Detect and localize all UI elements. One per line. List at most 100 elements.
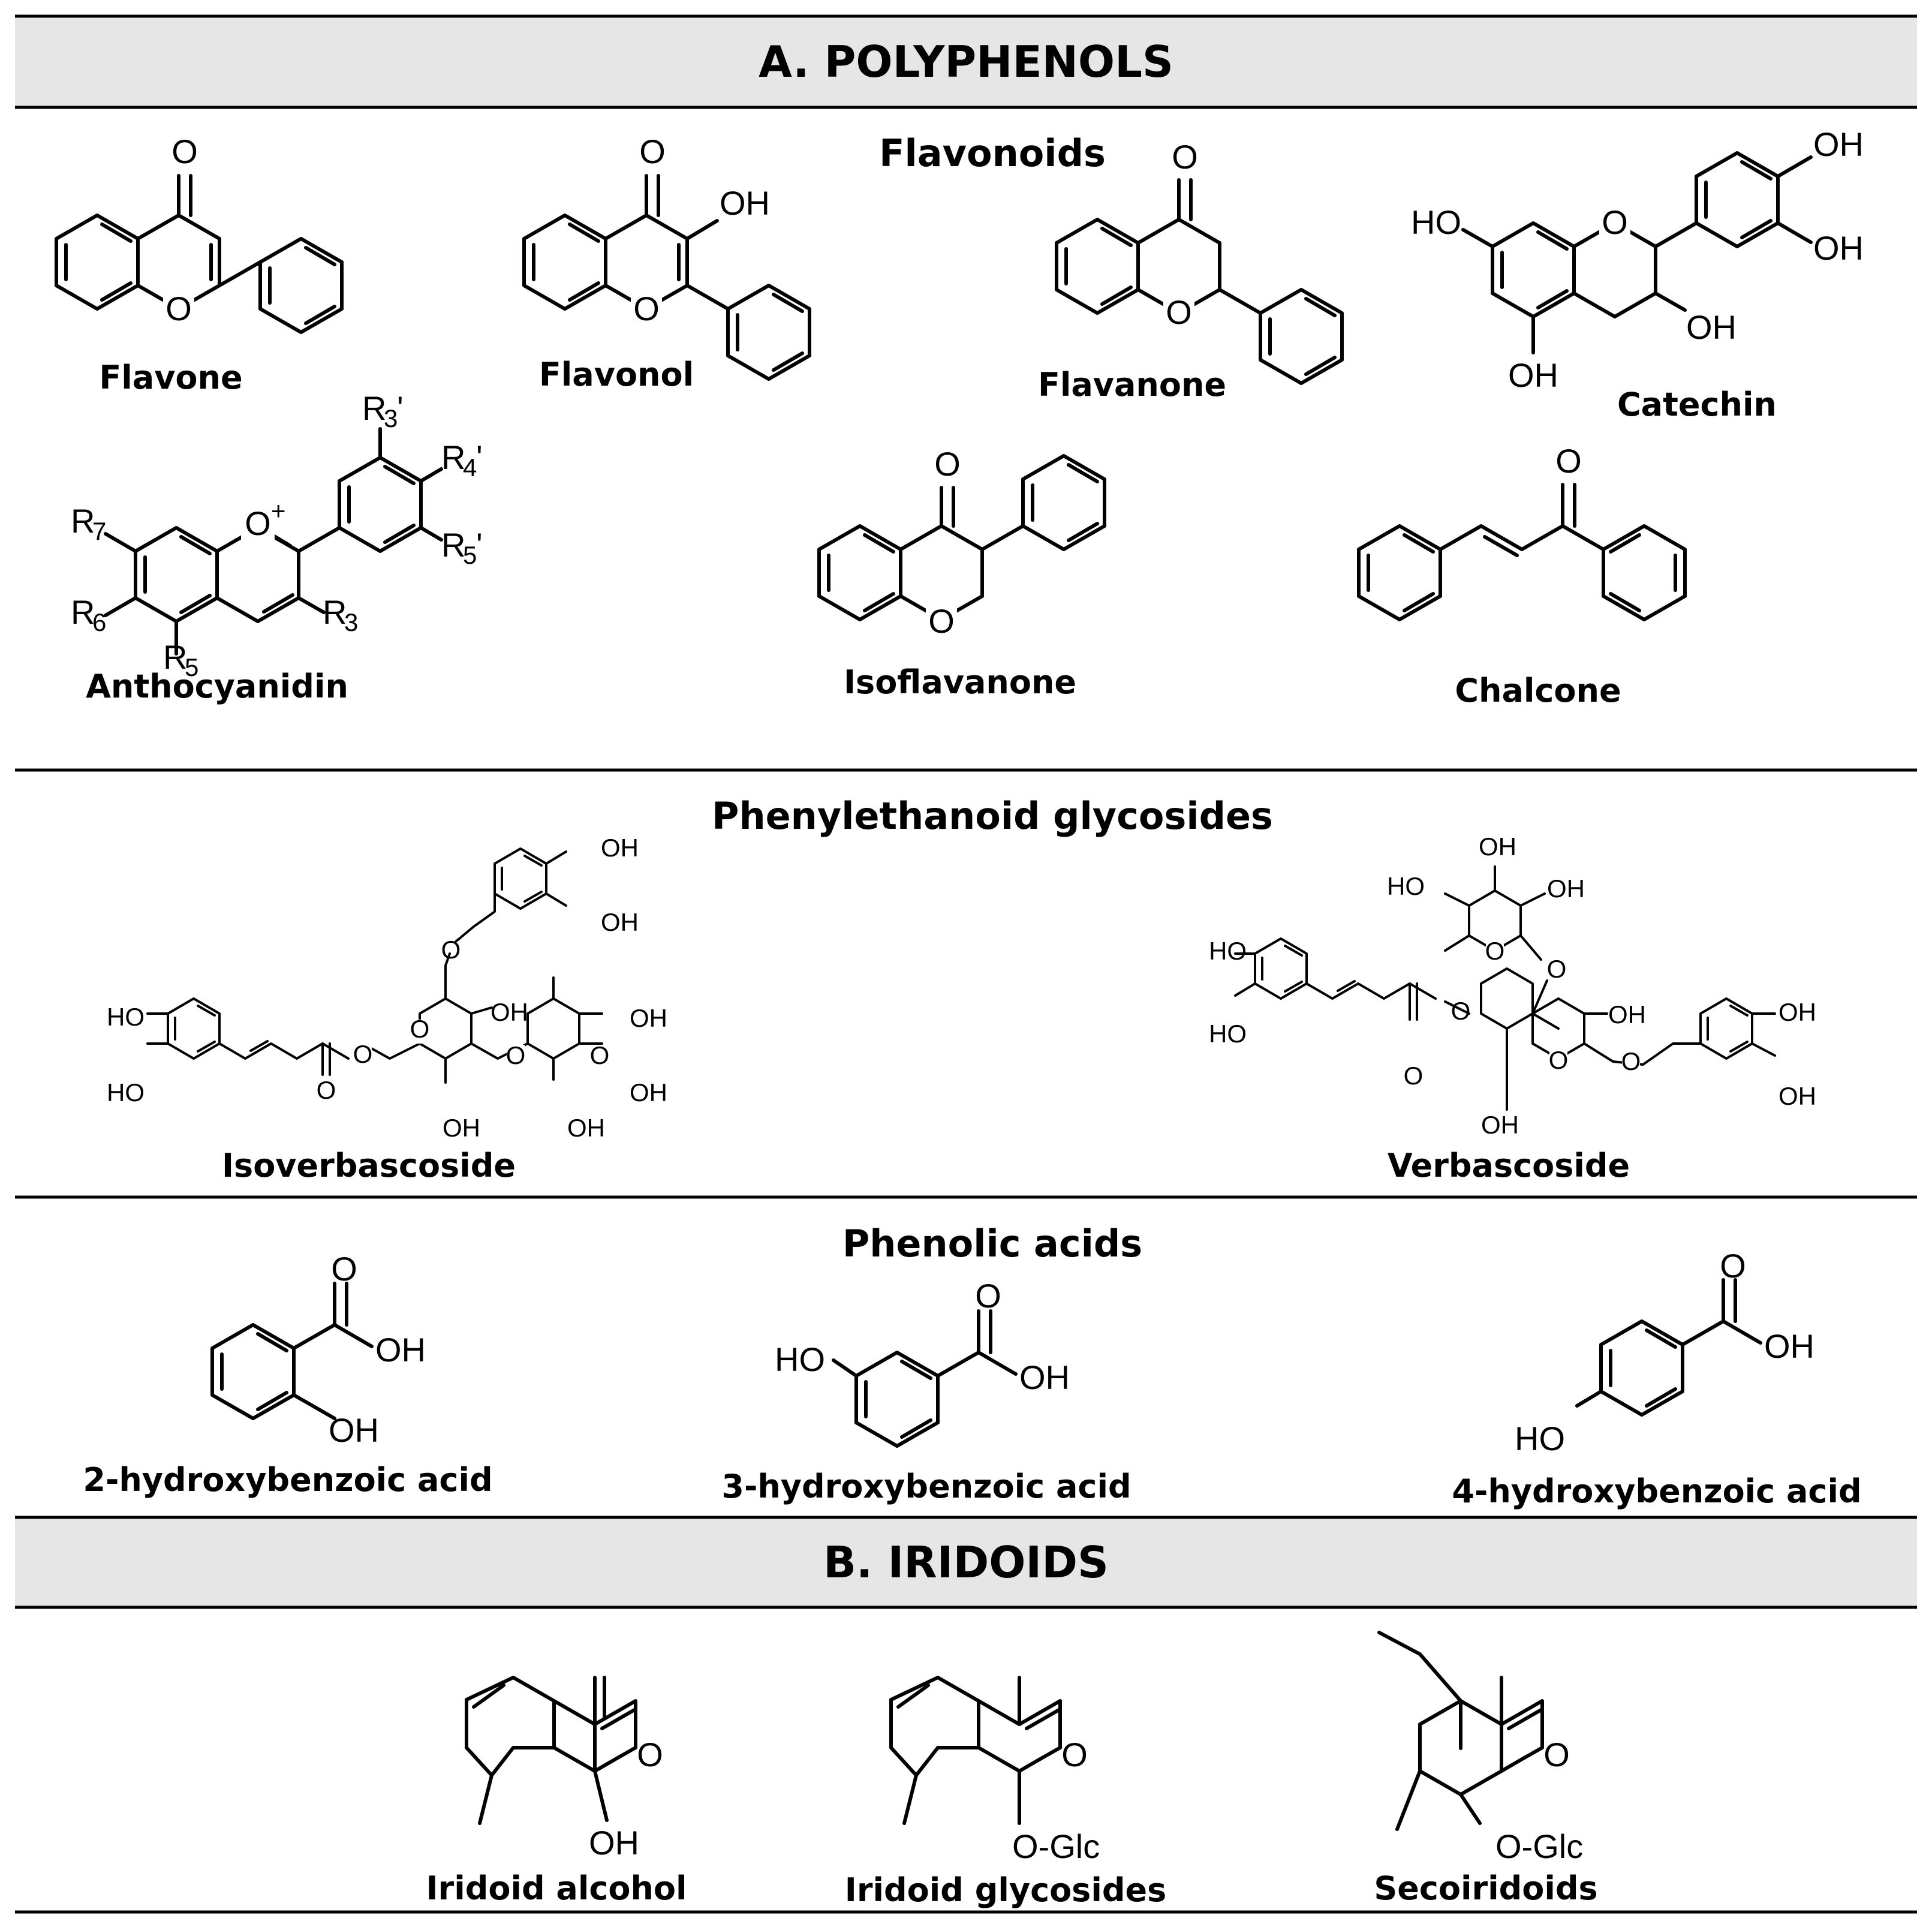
atom-isoflavanone-o-ring: O [928, 602, 955, 640]
structure-4-hydroxybenzoic-acid: O OH HO [1515, 1247, 1814, 1457]
svg-text:4: 4 [463, 453, 477, 482]
atom-catechin-oh-4p: OH [1813, 125, 1864, 163]
svg-text:R: R [362, 389, 386, 427]
svg-text:R: R [163, 638, 187, 676]
compound-name-isoverbascoside: Isoverbascoside [222, 1147, 516, 1185]
svg-text:7: 7 [92, 517, 106, 545]
atom-isoverbascoside-o-ring2: O [590, 1041, 610, 1069]
atom-verbascoside-oh-c: OH [1608, 1000, 1646, 1029]
atom-verbascoside-ho-1: HO [1209, 937, 1247, 965]
atom-isoverbascoside-oh-f: OH [601, 834, 639, 862]
structure-catechin: O HO OH OH OH OH [1411, 125, 1864, 394]
svg-text:R: R [71, 502, 95, 540]
structure-flavanone: O O [1055, 138, 1344, 385]
atom-verbascoside-o-link: O [1547, 955, 1567, 983]
atom-3hba-oh-acid: OH [1019, 1358, 1070, 1396]
atom-verbascoside-ho-3: HO [1387, 872, 1425, 900]
compound-name-2-hydroxybenzoic-acid: 2-hydroxybenzoic acid [83, 1461, 492, 1499]
phenolic-title: Phenolic acids [842, 1222, 1142, 1265]
label-r4-prime: R 4 ' [441, 438, 483, 482]
structure-flavonol: O O OH [522, 133, 811, 381]
atom-flavonol-o-keto: O [639, 133, 666, 170]
compound-name-anthocyanidin: Anthocyanidin [86, 668, 348, 705]
structure-isoflavanone: O O [817, 445, 1106, 640]
structure-secoiridoids: O O-Glc [1377, 1631, 1583, 1865]
structure-verbascoside: O O O O O O HO HO HO OH OH OH OH OH OH [1209, 832, 1816, 1139]
svg-text:': ' [476, 438, 483, 476]
atom-catechin-ho: HO [1411, 203, 1461, 241]
svg-text:R: R [441, 438, 465, 476]
svg-text:3: 3 [344, 608, 358, 636]
polyphenols-header-band [15, 16, 1917, 107]
atom-isoflavanone-o-keto: O [934, 445, 961, 483]
atom-verbascoside-oh-f: OH [1778, 1082, 1816, 1110]
structure-anthocyanidin: O + R 7 R 6 R 5 R 3 R 3 ' R 4 ' R 5 [71, 389, 483, 681]
compound-name-chalcone: Chalcone [1455, 672, 1621, 710]
structure-flavone: O O [55, 133, 344, 334]
svg-text:': ' [476, 526, 483, 564]
atom-verbascoside-oh-a: OH [1479, 832, 1516, 861]
atom-catechin-oh-5: OH [1508, 356, 1558, 394]
label-r3: R 3 [323, 593, 358, 636]
atom-4hba-ho-phenol: HO [1515, 1420, 1565, 1457]
atom-iridoid-alcohol-oh: OH [589, 1824, 639, 1862]
svg-text:': ' [397, 389, 404, 427]
atom-isoverbascoside-o-ester: O [353, 1040, 373, 1068]
compound-name-flavanone: Flavanone [1038, 366, 1226, 404]
structure-3-hydroxybenzoic-acid: O OH HO [775, 1277, 1070, 1448]
label-r5-prime: R 5 ' [441, 526, 483, 569]
structure-2-hydroxybenzoic-acid: O OH OH [210, 1250, 426, 1449]
atom-secoiridoids-o-ring: O [1543, 1736, 1570, 1773]
phenylethanoid-title: Phenylethanoid glycosides [712, 794, 1273, 838]
atom-iridoid-alcohol-o-ring: O [637, 1736, 663, 1773]
compound-name-catechin: Catechin [1617, 386, 1777, 423]
iridoids-title: B. IRIDOIDS [823, 1537, 1109, 1588]
compound-name-flavonol: Flavonol [539, 356, 694, 393]
atom-verbascoside-o-glc: O [1549, 1046, 1569, 1074]
atom-anthocyanidin-o: O [245, 504, 271, 542]
compound-name-3-hydroxybenzoic-acid: 3-hydroxybenzoic acid [721, 1468, 1131, 1505]
atom-isoverbascoside-oh-e: OH [567, 1114, 605, 1142]
svg-text:5: 5 [463, 541, 477, 569]
atom-4hba-oh-acid: OH [1764, 1327, 1814, 1365]
atom-isoverbascoside-o-ring1: O [410, 1015, 430, 1043]
structure-iridoid-glycosides: O O-Glc [889, 1676, 1100, 1865]
structure-iridoid-alcohol: O OH [465, 1676, 667, 1862]
compound-name-secoiridoids: Secoiridoids [1374, 1869, 1597, 1907]
atom-chalcone-o-keto: O [1555, 442, 1582, 480]
atom-isoverbascoside-oh-d: OH [630, 1078, 667, 1107]
compound-name-iridoid-alcohol: Iridoid alcohol [426, 1869, 687, 1907]
atom-4hba-o-keto: O [1720, 1247, 1746, 1285]
compound-name-4-hydroxybenzoic-acid: 4-hydroxybenzoic acid [1452, 1472, 1861, 1510]
atom-secoiridoids-oglc: O-Glc [1495, 1827, 1583, 1865]
compound-name-flavone: Flavone [99, 359, 242, 396]
atom-verbascoside-o-ether: O [1621, 1047, 1641, 1075]
svg-text:3: 3 [384, 404, 398, 432]
flavonoids-title: Flavonoids [879, 131, 1106, 175]
compound-name-verbascoside: Verbascoside [1388, 1147, 1630, 1185]
atom-isoverbascoside-oh-c: OH [630, 1004, 667, 1032]
label-r6: R 6 [71, 593, 106, 636]
structure-chalcone: O [1357, 442, 1687, 621]
atom-2hba-oh-phenol: OH [329, 1411, 379, 1449]
svg-text:R: R [441, 526, 465, 564]
atom-verbascoside-oh-e: OH [1778, 998, 1816, 1026]
atom-verbascoside-oh-b: OH [1547, 874, 1585, 903]
atom-isoverbascoside-oh-a: OH [490, 998, 528, 1026]
atom-3hba-o-keto: O [975, 1277, 1001, 1315]
atom-catechin-o-ring: O [1602, 203, 1628, 241]
atom-flavonol-oh: OH [720, 184, 770, 222]
svg-text:R: R [71, 593, 95, 631]
atom-2hba-o-keto: O [331, 1250, 357, 1288]
label-r7: R 7 [71, 502, 106, 545]
atom-catechin-oh-3p: OH [1813, 229, 1864, 267]
structure-isoverbascoside: O O O O O O HO HO OH OH OH OH OH OH OH [107, 834, 667, 1142]
compound-name-iridoid-glycosides: Iridoid glycosides [845, 1871, 1167, 1909]
atom-isoverbascoside-o-keto: O [317, 1076, 336, 1104]
atom-iridoid-glycosides-o-ring: O [1061, 1736, 1088, 1773]
svg-text:R: R [323, 593, 347, 631]
compound-name-isoflavanone: Isoflavanone [844, 663, 1076, 701]
atom-anthocyanidin-oplus: + [271, 497, 286, 525]
atom-flavanone-o-ring: O [1166, 293, 1192, 331]
